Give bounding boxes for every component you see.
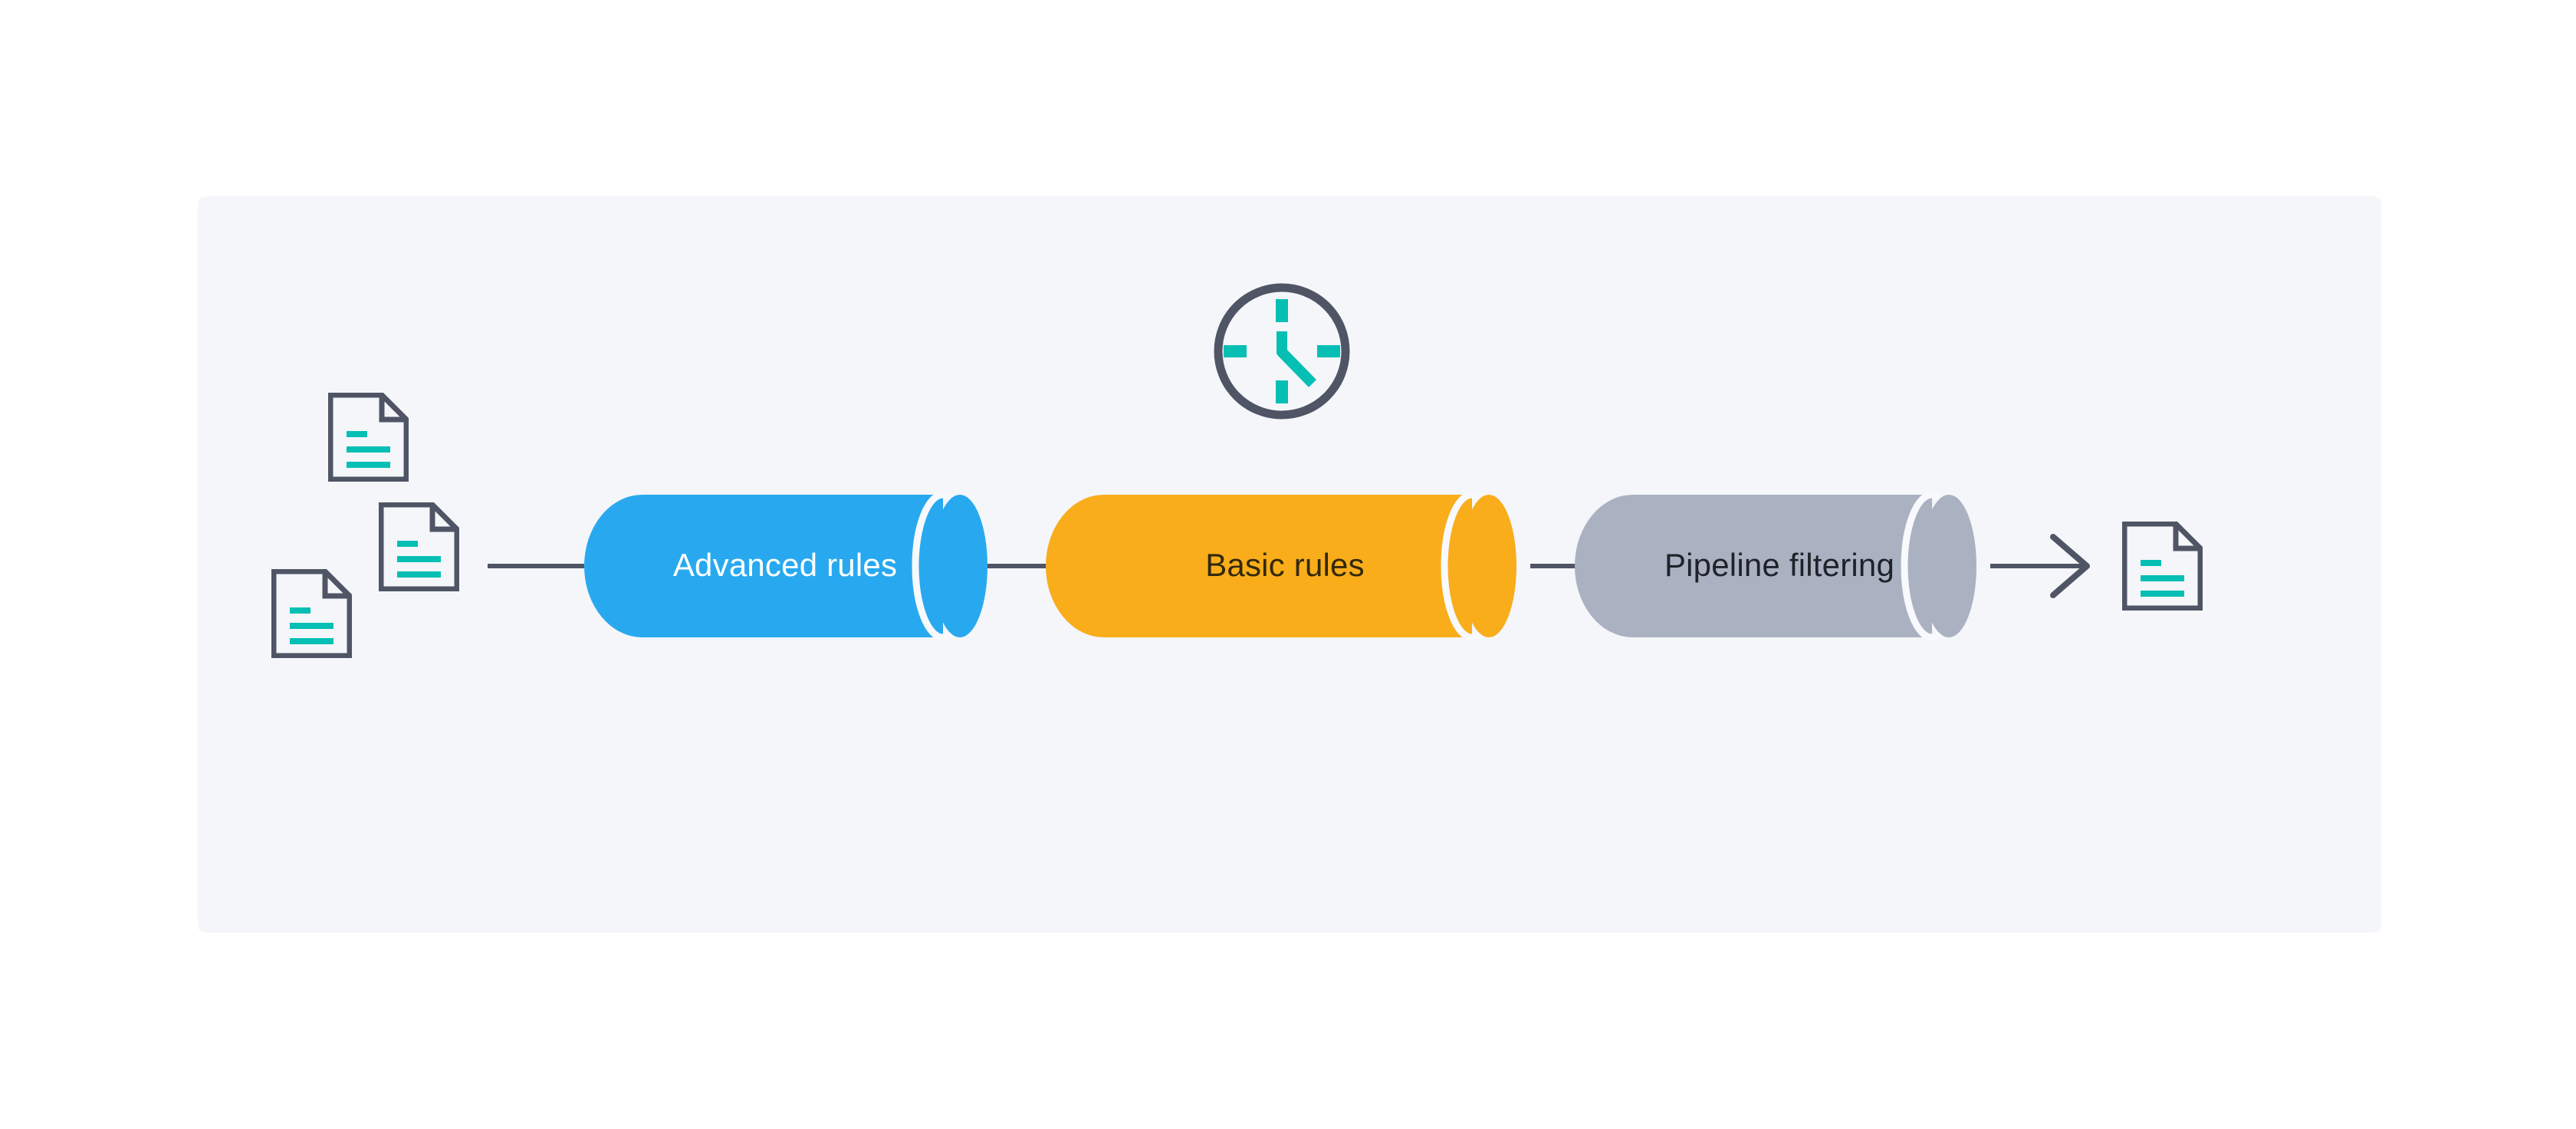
input-document-top xyxy=(330,395,406,479)
input-document-bottom xyxy=(274,571,350,656)
stage-advanced-rules[interactable] xyxy=(584,491,987,641)
input-document-middle xyxy=(381,505,457,589)
stage-basic-rules[interactable] xyxy=(1046,491,1516,641)
stage-label-advanced-rules: Advanced rules xyxy=(672,547,898,583)
schedule-clock-icon xyxy=(1214,283,1350,420)
stage-label-basic-rules: Basic rules xyxy=(1205,547,1365,583)
stage-pipeline-filtering[interactable] xyxy=(1575,491,1976,641)
stage-label-pipeline-filtering: Pipeline filtering xyxy=(1664,547,1895,583)
output-document xyxy=(2124,524,2200,608)
connector-pipeline-filtering-to-output xyxy=(1990,534,2090,598)
arrowhead-icon xyxy=(2050,534,2090,598)
